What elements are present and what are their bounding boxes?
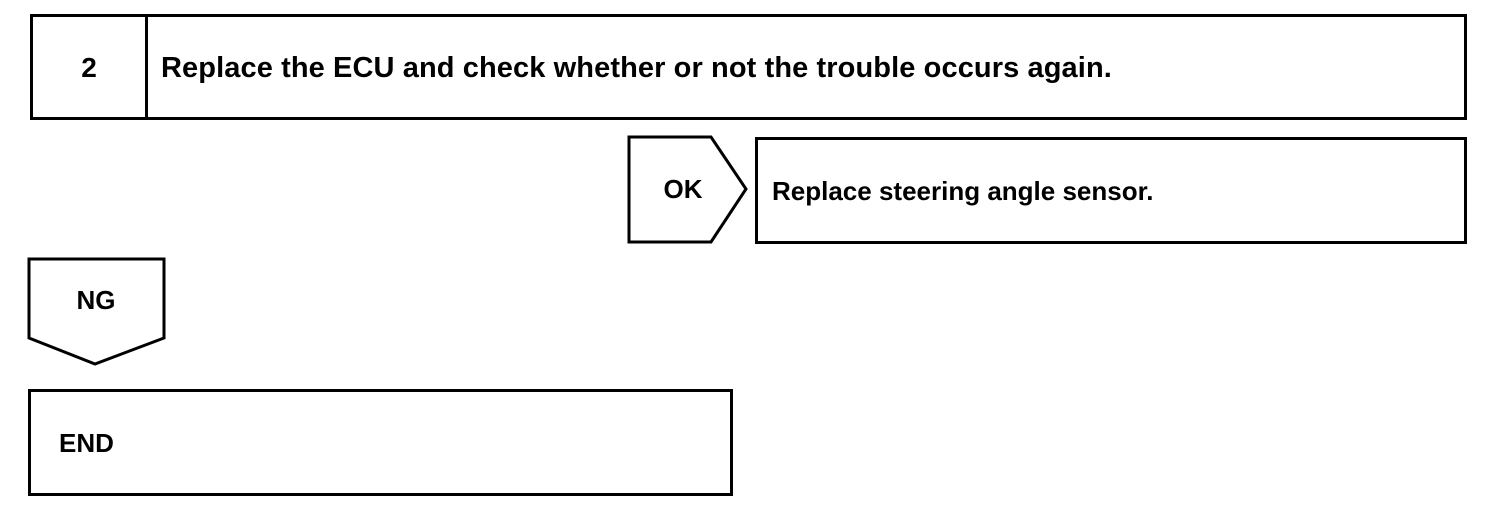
ok-arrow-shape — [627, 135, 748, 244]
ok-result-text: Replace steering angle sensor. — [772, 176, 1154, 206]
step-instruction: Replace the ECU and check whether or not… — [161, 52, 1112, 84]
end-box: END — [28, 389, 733, 496]
step-divider — [145, 17, 148, 117]
step-box: 2 Replace the ECU and check whether or n… — [30, 14, 1467, 120]
ok-result-box: Replace steering angle sensor. — [755, 137, 1467, 244]
end-text: END — [59, 428, 114, 458]
step-number: 2 — [81, 52, 97, 83]
ng-label: NG — [76, 285, 116, 315]
ok-label: OK — [663, 174, 703, 204]
ng-arrow-shape — [27, 257, 166, 366]
